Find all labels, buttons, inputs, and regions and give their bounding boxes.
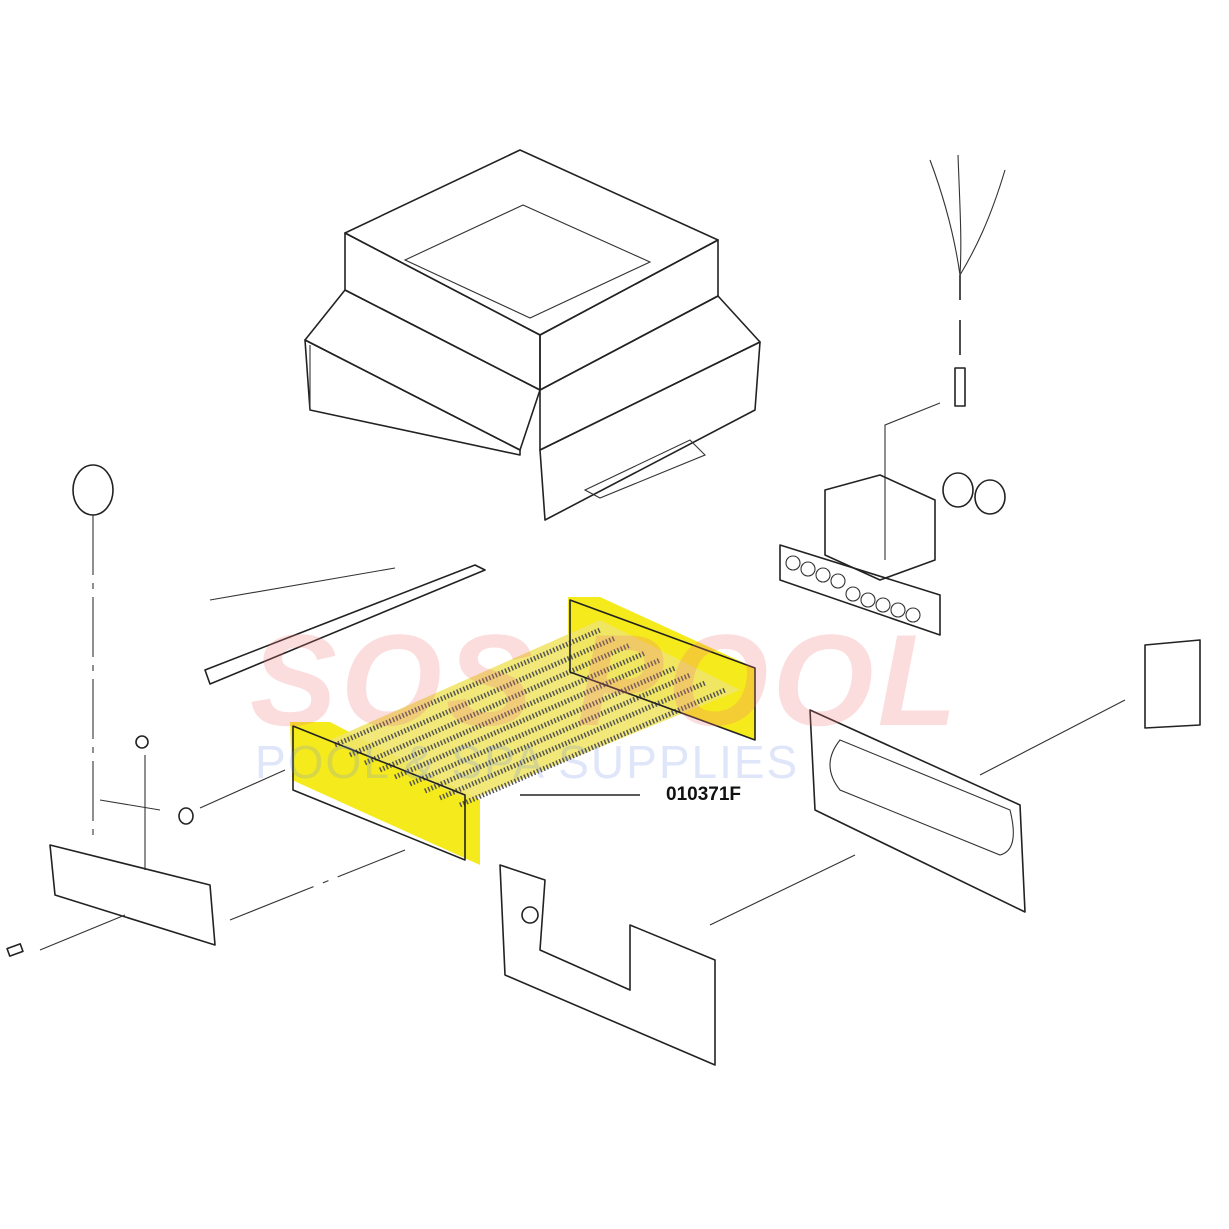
part-number-callout: 010371F — [666, 784, 742, 805]
pressure-switch-and-header — [6, 464, 406, 957]
baffle-strip — [204, 564, 486, 685]
flue-collector — [304, 149, 761, 521]
heat-exchanger-010371F — [290, 597, 756, 865]
gas-valve-manifold — [779, 472, 1006, 636]
igniter-assembly — [884, 154, 1006, 560]
access-panels — [499, 639, 1201, 1066]
